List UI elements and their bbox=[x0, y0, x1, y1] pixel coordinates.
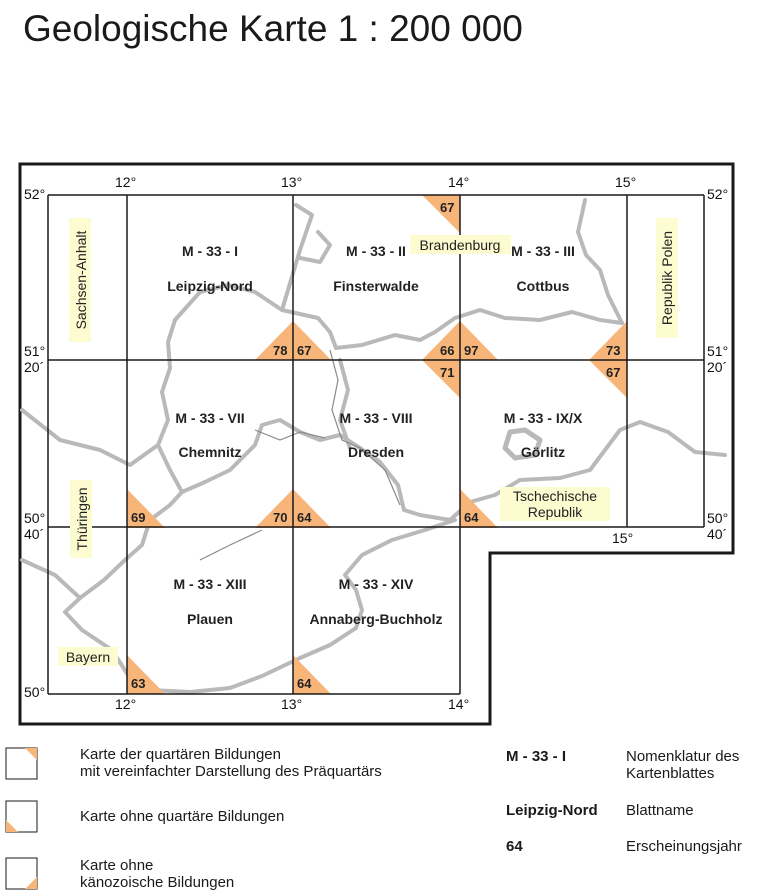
triangle-64-xiv bbox=[293, 655, 331, 694]
sheet-code[interactable]: M - 33 - I bbox=[182, 243, 238, 259]
legend-symbol-quaternary bbox=[5, 747, 38, 780]
page-title: Geologische Karte 1 : 200 000 bbox=[23, 8, 523, 49]
triangle-73 bbox=[589, 321, 627, 360]
triangle-64-ix bbox=[460, 489, 498, 528]
year-label: 66 bbox=[440, 343, 454, 358]
svg-text:Republik Polen: Republik Polen bbox=[659, 231, 675, 325]
legend-text: Karte der quartären Bildungen bbox=[80, 746, 281, 763]
year-label: 69 bbox=[131, 510, 145, 525]
year-triangles bbox=[127, 195, 627, 694]
sheet-name[interactable]: Finsterwalde bbox=[333, 278, 419, 294]
year-label: 64 bbox=[297, 676, 312, 691]
year-label: 64 bbox=[464, 510, 479, 525]
triangle-67-right bbox=[589, 360, 627, 398]
state-boundaries bbox=[20, 198, 727, 694]
lat-label-right-52: 52° bbox=[707, 186, 728, 202]
sheet-code[interactable]: M - 33 - VIII bbox=[339, 410, 412, 426]
lat-label-right-50-min: 40´ bbox=[707, 526, 727, 542]
lat-label-left-51-min: 20´ bbox=[24, 359, 44, 375]
year-label: 64 bbox=[297, 510, 312, 525]
year-label: 97 bbox=[464, 343, 478, 358]
year-label: 67 bbox=[606, 365, 620, 380]
legend-text: Kartenblattes bbox=[626, 765, 715, 782]
sheet-code[interactable]: M - 33 - XIII bbox=[173, 576, 246, 592]
legend-text: känozoische Bildungen bbox=[80, 874, 235, 891]
lon-label-bottom-12: 12° bbox=[115, 696, 136, 712]
sheet-name[interactable]: Görlitz bbox=[521, 444, 565, 460]
year-label: 71 bbox=[440, 365, 454, 380]
lat-label-right-50: 50° bbox=[707, 510, 728, 526]
lat-label-right-51-min: 20´ bbox=[707, 359, 727, 375]
legend-symbol-no-cenozoic bbox=[5, 857, 38, 890]
year-label: 67 bbox=[440, 200, 454, 215]
county-lines bbox=[199, 349, 401, 561]
region-label-bayern: Bayern bbox=[58, 647, 118, 666]
lon-label-15-inner: 15° bbox=[612, 530, 633, 546]
year-label: 67 bbox=[297, 343, 311, 358]
sheet-name[interactable]: Chemnitz bbox=[179, 444, 242, 460]
year-label: 70 bbox=[273, 510, 287, 525]
lat-label-left-50: 50° bbox=[24, 510, 45, 526]
sheet-code[interactable]: M - 33 - VII bbox=[175, 410, 244, 426]
lat-label-left-50-min: 40´ bbox=[24, 526, 44, 542]
lon-label-bottom-13: 13° bbox=[281, 696, 302, 712]
sheet-name[interactable]: Plauen bbox=[187, 611, 233, 627]
year-label: 73 bbox=[606, 343, 620, 358]
legend-item-quaternary: Karte der quartären Bildungen mit verein… bbox=[80, 746, 382, 780]
lat-label-left-51: 51° bbox=[24, 343, 45, 359]
sheet-name[interactable]: Annaberg-Buchholz bbox=[310, 611, 443, 627]
svg-text:Brandenburg: Brandenburg bbox=[420, 237, 501, 253]
svg-text:Bayern: Bayern bbox=[66, 649, 110, 665]
lon-label-bottom-14: 14° bbox=[448, 696, 469, 712]
svg-text:Republik: Republik bbox=[528, 504, 583, 520]
region-label-sachsen-anhalt: Sachsen-Anhalt bbox=[69, 218, 91, 342]
legend-text: Karte ohne bbox=[80, 857, 154, 874]
legend-key-code: M - 33 - I bbox=[506, 748, 567, 765]
triangle-71 bbox=[422, 360, 460, 398]
sheet-grid bbox=[47, 194, 705, 695]
lon-label-top-14: 14° bbox=[448, 174, 469, 190]
lat-label-right-51: 51° bbox=[707, 343, 728, 359]
region-label-thueringen: Thüringen bbox=[70, 480, 92, 558]
legend-key-code-desc: Nomenklatur des Kartenblattes bbox=[626, 748, 739, 782]
map-frame bbox=[18, 162, 735, 726]
sheet-name[interactable]: Dresden bbox=[348, 444, 404, 460]
legend-item-no-cenozoic: Karte ohne känozoische Bildungen bbox=[80, 857, 234, 891]
region-label-brandenburg: Brandenburg bbox=[410, 235, 511, 254]
sheet-code[interactable]: M - 33 - II bbox=[346, 243, 406, 259]
lat-label-left-50-bottom: 50° bbox=[24, 684, 45, 700]
svg-text:Thüringen: Thüringen bbox=[74, 487, 90, 550]
lon-label-top-15: 15° bbox=[615, 174, 636, 190]
year-label: 78 bbox=[273, 343, 287, 358]
legend-item-no-quaternary: Karte ohne quartäre Bildungen bbox=[80, 808, 285, 825]
sheet-code[interactable]: M - 33 - IX/X bbox=[504, 410, 583, 426]
sheet-code[interactable]: M - 33 - III bbox=[511, 243, 575, 259]
lon-label-top-13: 13° bbox=[281, 174, 302, 190]
sheet-code[interactable]: M - 33 - XIV bbox=[339, 576, 414, 592]
sheet-name[interactable]: Cottbus bbox=[517, 278, 570, 294]
year-label: 63 bbox=[131, 676, 145, 691]
triangle-67-top bbox=[422, 195, 460, 233]
legend-key-year-desc: Erscheinungsjahr bbox=[626, 838, 742, 855]
legend-text: mit vereinfachter Darstellung des Präqua… bbox=[80, 763, 382, 780]
triangle-69 bbox=[127, 489, 165, 528]
lon-label-top-12: 12° bbox=[115, 174, 136, 190]
svg-text:Tschechische: Tschechische bbox=[513, 488, 597, 504]
legend-key-name-desc: Blattname bbox=[626, 802, 694, 819]
legend-key-year: 64 bbox=[506, 838, 523, 855]
triangle-63 bbox=[127, 655, 165, 694]
legend-key-name: Leipzig-Nord bbox=[506, 802, 598, 819]
lat-label-left-52: 52° bbox=[24, 186, 45, 202]
region-label-polen: Republik Polen bbox=[656, 218, 678, 338]
sheet-name[interactable]: Leipzig-Nord bbox=[167, 278, 253, 294]
svg-text:Sachsen-Anhalt: Sachsen-Anhalt bbox=[73, 230, 89, 329]
region-label-tschechien: Tschechische Republik bbox=[500, 487, 610, 521]
legend-symbol-no-quaternary bbox=[5, 800, 38, 833]
legend-text: Nomenklatur des bbox=[626, 748, 740, 765]
